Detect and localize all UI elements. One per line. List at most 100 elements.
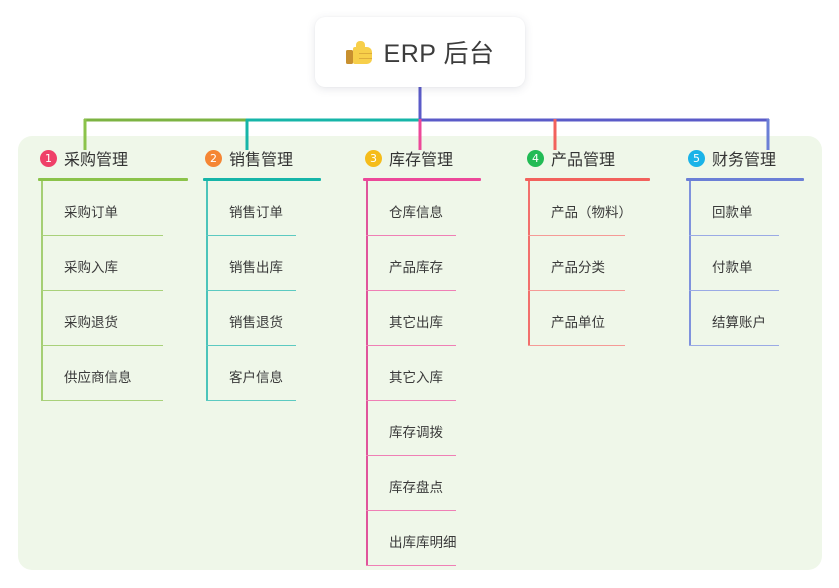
list-item-label: 其它出库: [389, 315, 443, 330]
thumbs-up-icon: [345, 39, 373, 66]
list-item-label: 采购订单: [64, 205, 118, 220]
list-item-rule: [366, 454, 456, 456]
column-title-3: 库存管理: [389, 152, 454, 169]
column-title-2: 销售管理: [229, 152, 294, 169]
list-item-label: 供应商信息: [64, 370, 132, 385]
list-item-rule: [366, 289, 456, 291]
list-item-rule: [689, 289, 779, 291]
list-item[interactable]: 付款单: [686, 236, 804, 291]
list-item-rule: [528, 234, 625, 236]
column-items-3: 仓库信息产品库存其它出库其它入库库存调拨库存盘点出库库明细: [363, 181, 481, 566]
list-item-rule: [41, 399, 163, 401]
column-title-5: 财务管理: [712, 152, 777, 169]
column-header-rule-4: [525, 178, 650, 181]
list-item[interactable]: 库存调拨: [363, 401, 481, 456]
column-spine-2: [206, 181, 208, 401]
list-item[interactable]: 其它入库: [363, 346, 481, 401]
column-header-1[interactable]: 1 采购管理: [38, 145, 188, 171]
list-item-rule: [41, 344, 163, 346]
column-items-1: 采购订单采购入库采购退货供应商信息: [38, 181, 188, 401]
column-header-3[interactable]: 3 库存管理: [363, 145, 481, 171]
column-1: 1 采购管理采购订单采购入库采购退货供应商信息: [38, 145, 188, 401]
column-header-2[interactable]: 2 销售管理: [203, 145, 321, 171]
list-item-label: 采购入库: [64, 260, 118, 275]
list-item-rule: [689, 234, 779, 236]
list-item-rule: [528, 289, 625, 291]
list-item[interactable]: 回款单: [686, 181, 804, 236]
root-node-title: ERP 后台: [383, 40, 495, 68]
column-spine-3: [366, 181, 368, 566]
column-spine-4: [528, 181, 530, 346]
column-header-rule-1: [38, 178, 188, 181]
list-item[interactable]: 采购退货: [38, 291, 188, 346]
column-spine-5: [689, 181, 691, 346]
column-header-5[interactable]: 5 财务管理: [686, 145, 804, 171]
list-item[interactable]: 库存盘点: [363, 456, 481, 511]
list-item-label: 结算账户: [712, 315, 766, 330]
list-item-label: 销售订单: [229, 205, 283, 220]
list-item-rule: [206, 289, 296, 291]
column-3: 3 库存管理仓库信息产品库存其它出库其它入库库存调拨库存盘点出库库明细: [363, 145, 481, 566]
list-item-label: 库存调拨: [389, 425, 443, 440]
column-title-1: 采购管理: [64, 152, 129, 169]
list-item-label: 回款单: [712, 205, 753, 220]
list-item-rule: [41, 289, 163, 291]
column-spine-1: [41, 181, 43, 401]
column-header-rule-5: [686, 178, 804, 181]
list-item[interactable]: 销售出库: [203, 236, 321, 291]
list-item-rule: [206, 344, 296, 346]
list-item[interactable]: 销售退货: [203, 291, 321, 346]
list-item-label: 仓库信息: [389, 205, 443, 220]
column-2: 2 销售管理销售订单销售出库销售退货客户信息: [203, 145, 321, 401]
list-item-label: 销售退货: [229, 315, 283, 330]
column-items-4: 产品（物料） 产品分类产品单位: [525, 181, 650, 346]
list-item-label: 客户信息: [229, 370, 283, 385]
column-badge-1: 1: [40, 149, 57, 167]
list-item-rule: [206, 234, 296, 236]
list-item[interactable]: 其它出库: [363, 291, 481, 346]
list-item-rule: [366, 564, 456, 566]
list-item[interactable]: 结算账户: [686, 291, 804, 346]
root-node-card[interactable]: ERP 后台: [315, 17, 525, 87]
diagram-panel: [18, 136, 822, 570]
list-item-label: 产品分类: [551, 260, 605, 275]
list-item-label: 产品（物料）: [551, 205, 632, 220]
column-header-rule-3: [363, 178, 481, 181]
list-item-label: 产品库存: [389, 260, 443, 275]
column-badge-2: 2: [205, 149, 222, 167]
list-item-label: 销售出库: [229, 260, 283, 275]
column-4: 4 产品管理产品（物料） 产品分类产品单位: [525, 145, 650, 346]
list-item[interactable]: 客户信息: [203, 346, 321, 401]
list-item-rule: [689, 344, 779, 346]
list-item-label: 产品单位: [551, 315, 605, 330]
list-item-rule: [366, 399, 456, 401]
list-item[interactable]: 采购入库: [38, 236, 188, 291]
list-item-rule: [206, 399, 296, 401]
list-item-rule: [41, 234, 163, 236]
list-item-label: 付款单: [712, 260, 753, 275]
column-badge-3: 3: [365, 149, 382, 167]
list-item[interactable]: 产品（物料）: [525, 181, 650, 236]
column-badge-4: 4: [527, 149, 544, 167]
list-item[interactable]: 出库库明细: [363, 511, 481, 566]
column-header-4[interactable]: 4 产品管理: [525, 145, 650, 171]
list-item[interactable]: 供应商信息: [38, 346, 188, 401]
list-item[interactable]: 销售订单: [203, 181, 321, 236]
list-item-label: 库存盘点: [389, 480, 443, 495]
list-item[interactable]: 产品分类: [525, 236, 650, 291]
list-item[interactable]: 产品单位: [525, 291, 650, 346]
column-5: 5 财务管理回款单付款单结算账户: [686, 145, 804, 346]
list-item-label: 出库库明细: [389, 535, 457, 550]
column-items-2: 销售订单销售出库销售退货客户信息: [203, 181, 321, 401]
list-item-label: 采购退货: [64, 315, 118, 330]
list-item[interactable]: 仓库信息: [363, 181, 481, 236]
column-badge-5: 5: [688, 149, 705, 167]
list-item-rule: [366, 234, 456, 236]
list-item-rule: [528, 344, 625, 346]
list-item[interactable]: 产品库存: [363, 236, 481, 291]
list-item-rule: [366, 344, 456, 346]
column-header-rule-2: [203, 178, 321, 181]
column-title-4: 产品管理: [551, 152, 616, 169]
column-items-5: 回款单付款单结算账户: [686, 181, 804, 346]
list-item[interactable]: 采购订单: [38, 181, 188, 236]
